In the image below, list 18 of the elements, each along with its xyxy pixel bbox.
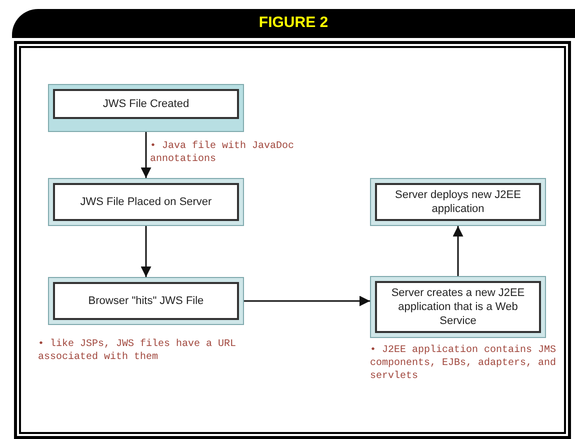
box-text: JWS File Created (102, 97, 190, 111)
box-text: Server creates a new J2EE application that is a Web Service (390, 286, 526, 328)
figure-title: FIGURE 2 (258, 13, 328, 34)
process-box (48, 84, 244, 132)
edge-label: • Java file with JavaDoc annotations (150, 140, 296, 166)
arrow (452, 226, 464, 276)
arrow (140, 226, 152, 277)
process-box (48, 178, 244, 226)
box-text: Server deploys new J2EE application (394, 188, 522, 216)
note-text: • J2EE application contains JMS components, EJBs, adapters, and servlets (370, 344, 558, 383)
process-box (48, 277, 244, 325)
process-box (370, 276, 546, 338)
note-text: • like JSPs, JWS files have a URL associated with them (38, 338, 238, 364)
process-box (370, 178, 546, 226)
arrow (244, 296, 370, 306)
arrow (140, 132, 152, 178)
box-text: Browser "hits" JWS File (88, 294, 204, 308)
box-text: JWS File Placed on Server (80, 195, 212, 209)
